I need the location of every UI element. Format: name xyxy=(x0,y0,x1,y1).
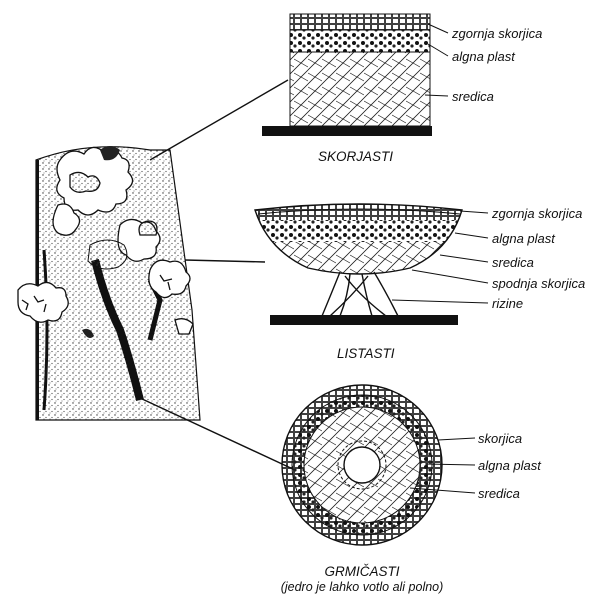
crustose-substrate xyxy=(262,126,432,136)
title-foliose: LISTASTI xyxy=(337,347,395,361)
crustose-lichen-patch xyxy=(88,240,127,269)
fruticose-hollow-core xyxy=(344,447,380,483)
label-foliose-algal-layer: algna plast xyxy=(492,232,555,245)
label-crustose-upper-cortex: zgornja skorjica xyxy=(452,27,542,40)
title-crustose: SKORJASTI xyxy=(318,150,393,164)
foliose-substrate xyxy=(270,315,458,325)
crustose-section xyxy=(262,14,448,136)
label-foliose-rhizines: rizine xyxy=(492,297,523,310)
label-fruticose-algal-layer: algna plast xyxy=(478,459,541,472)
label-crustose-medulla: sredica xyxy=(452,90,494,103)
subtitle-fruticose: (jedro je lahko votlo ali polno) xyxy=(232,581,492,594)
label-fruticose-cortex: skorjica xyxy=(478,432,522,445)
tree-bark-illustration xyxy=(18,146,200,420)
title-fruticose: GRMIČASTI xyxy=(262,565,462,579)
label-foliose-lower-cortex: spodnja skorjica xyxy=(492,277,585,290)
fruticose-section xyxy=(282,385,475,545)
rhizines xyxy=(322,272,398,316)
label-foliose-upper-cortex: zgornja skorjica xyxy=(492,207,582,220)
label-fruticose-medulla: sredica xyxy=(478,487,520,500)
foliose-section xyxy=(250,198,488,325)
label-foliose-medulla: sredica xyxy=(492,256,534,269)
label-crustose-algal-layer: algna plast xyxy=(452,50,515,63)
